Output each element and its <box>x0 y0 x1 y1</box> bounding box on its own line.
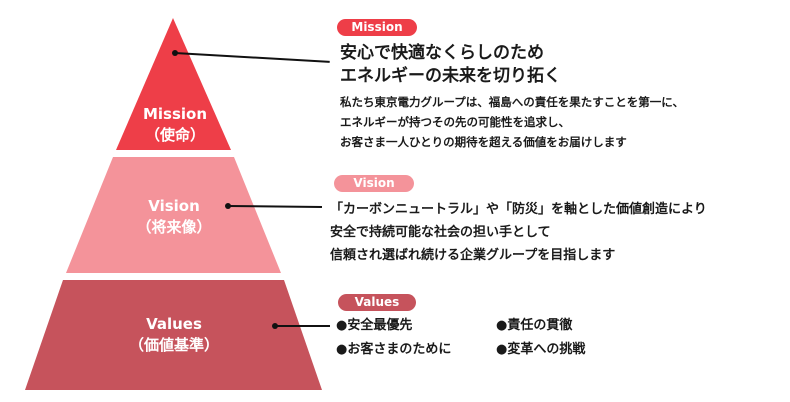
mission-tier-title: Mission <box>142 105 208 123</box>
values-item-transformation: ●変革への挑戦 <box>496 342 586 357</box>
pyramid-tier-vision <box>66 157 281 273</box>
vision-line-2: 安全で持続可能な社会の担い手として <box>330 225 551 240</box>
mission-body-2: エネルギーが持つその先の可能性を追求し、 <box>340 115 570 129</box>
values-item-customers: ●お客さまのために <box>336 342 452 357</box>
values-item-responsibility: ●責任の貫徹 <box>496 318 573 333</box>
mission-tier-subtitle: （使命） <box>144 126 205 144</box>
pyramid-tier-mission <box>116 18 231 150</box>
vision-badge: Vision <box>334 175 414 192</box>
values-item-safety: ●安全最優先 <box>336 318 413 333</box>
mission-tier-label: Mission （使命） <box>105 104 245 146</box>
values-badge: Values <box>338 294 416 311</box>
vision-tier-title: Vision <box>148 197 200 215</box>
vision-line-1: 「カーボンニュートラル」や「防災」を軸とした価値創造により <box>330 202 707 217</box>
values-tier-subtitle: （価値基準） <box>128 336 219 354</box>
mission-body-1: 私たち東京電力グループは、福島への責任を果たすことを第一に、 <box>340 95 684 109</box>
vision-line-3: 信頼され選ばれ続ける企業グループを目指します <box>330 248 616 263</box>
pyramid-tier-values <box>25 280 322 390</box>
vision-tier-label: Vision （将来像） <box>104 196 244 238</box>
mission-badge: Mission <box>337 19 417 36</box>
mission-headline-2: エネルギーの未来を切り拓く <box>340 66 561 86</box>
mission-headline-1: 安心で快適なくらしのため <box>340 43 544 63</box>
vision-tier-subtitle: （将来像） <box>136 218 212 236</box>
values-connector-line <box>275 325 330 327</box>
mission-body-3: お客さま一人ひとりの期待を超える価値をお届けします <box>340 135 627 149</box>
values-tier-title: Values <box>146 315 202 333</box>
values-tier-label: Values （価値基準） <box>104 314 244 356</box>
